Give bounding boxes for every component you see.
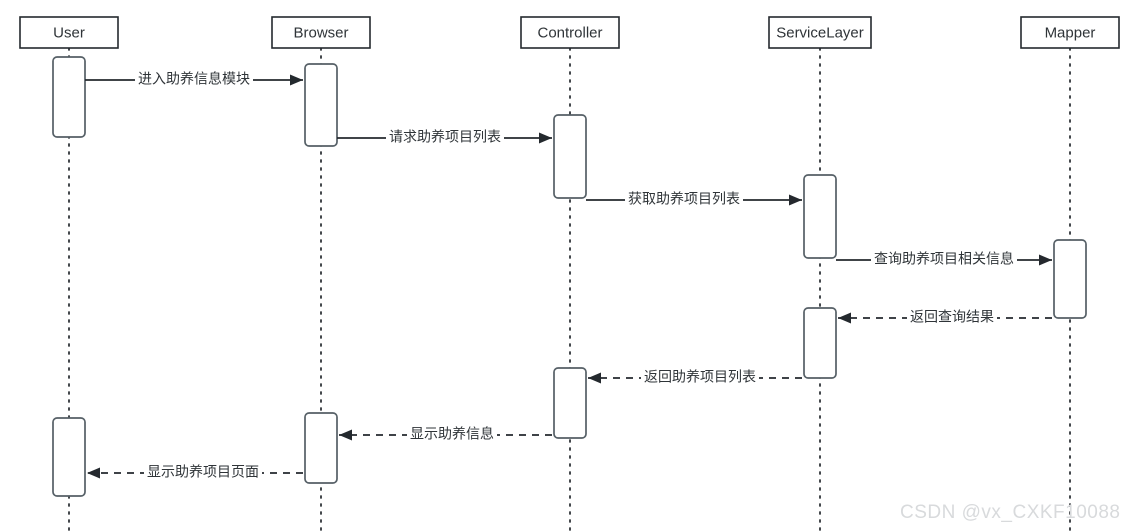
participant-box-service xyxy=(768,16,872,49)
message-m3: 获取助养项目列表 xyxy=(586,191,802,209)
message-label-m5: 返回查询结果 xyxy=(910,309,994,325)
participant-mapper[interactable]: Mapper xyxy=(1020,16,1120,49)
message-label-backing-m4 xyxy=(871,251,1017,269)
message-arrowhead-m4 xyxy=(1039,254,1052,266)
participant-box-mapper xyxy=(1020,16,1120,49)
message-label-backing-m8 xyxy=(144,464,262,482)
participant-label-mapper: Mapper xyxy=(1045,24,1096,41)
message-label-m4: 查询助养项目相关信息 xyxy=(874,251,1014,267)
participant-box-user xyxy=(19,16,119,49)
activation-bar-user xyxy=(52,56,86,138)
activation-bar-service xyxy=(803,307,837,379)
participant-controller[interactable]: Controller xyxy=(520,16,620,49)
participant-label-service: ServiceLayer xyxy=(776,24,864,41)
activation-bar-mapper xyxy=(1053,239,1087,319)
message-m4: 查询助养项目相关信息 xyxy=(836,251,1052,269)
message-arrowhead-m1 xyxy=(290,74,303,86)
watermark-layer: CSDN @vx_CXKF10088 xyxy=(900,502,1120,523)
message-label-m7: 显示助养信息 xyxy=(410,426,494,442)
activation-bar-browser xyxy=(304,412,338,484)
csdn-watermark: CSDN @vx_CXKF10088 xyxy=(900,502,1120,523)
message-label-backing-m1 xyxy=(135,71,253,89)
message-label-m2: 请求助养项目列表 xyxy=(389,129,501,145)
participant-box-browser xyxy=(271,16,371,49)
participant-browser[interactable]: Browser xyxy=(271,16,371,49)
message-label-m6: 返回助养项目列表 xyxy=(644,369,756,385)
message-label-m1: 进入助养信息模块 xyxy=(138,71,250,87)
message-m1: 进入助养信息模块 xyxy=(85,71,303,89)
message-m6: 返回助养项目列表 xyxy=(588,369,802,387)
message-label-m8: 显示助养项目页面 xyxy=(147,464,259,480)
message-m5: 返回查询结果 xyxy=(838,309,1052,327)
message-arrowhead-m8 xyxy=(87,467,100,479)
activation-bar-controller xyxy=(553,114,587,199)
message-arrowhead-m5 xyxy=(838,312,851,324)
messages-layer: 进入助养信息模块请求助养项目列表获取助养项目列表查询助养项目相关信息返回查询结果… xyxy=(85,71,1052,482)
message-label-backing-m3 xyxy=(625,191,743,209)
activation-bar-user xyxy=(52,417,86,497)
participant-box-controller xyxy=(520,16,620,49)
participant-label-browser: Browser xyxy=(293,24,348,41)
activation-bar-browser xyxy=(304,63,338,147)
activation-bar-controller xyxy=(553,367,587,439)
message-m8: 显示助养项目页面 xyxy=(87,464,303,482)
message-m2: 请求助养项目列表 xyxy=(337,129,552,147)
activation-bar-service xyxy=(803,174,837,259)
message-arrowhead-m7 xyxy=(339,429,352,441)
message-label-backing-m2 xyxy=(386,129,504,147)
message-arrowhead-m2 xyxy=(539,132,552,144)
participants-layer: User Browser Controller ServiceLayer Mapper xyxy=(19,16,1120,49)
message-arrowhead-m6 xyxy=(588,372,601,384)
participant-label-controller: Controller xyxy=(537,24,602,41)
message-label-backing-m5 xyxy=(907,309,997,327)
participant-label-user: User xyxy=(53,24,85,41)
participant-service[interactable]: ServiceLayer xyxy=(768,16,872,49)
message-arrowhead-m3 xyxy=(789,194,802,206)
message-label-backing-m6 xyxy=(641,369,759,387)
participant-user[interactable]: User xyxy=(19,16,119,49)
activations-layer xyxy=(52,56,1087,497)
message-label-backing-m7 xyxy=(407,426,497,444)
message-m7: 显示助养信息 xyxy=(339,426,552,444)
message-label-m3: 获取助养项目列表 xyxy=(628,191,740,207)
